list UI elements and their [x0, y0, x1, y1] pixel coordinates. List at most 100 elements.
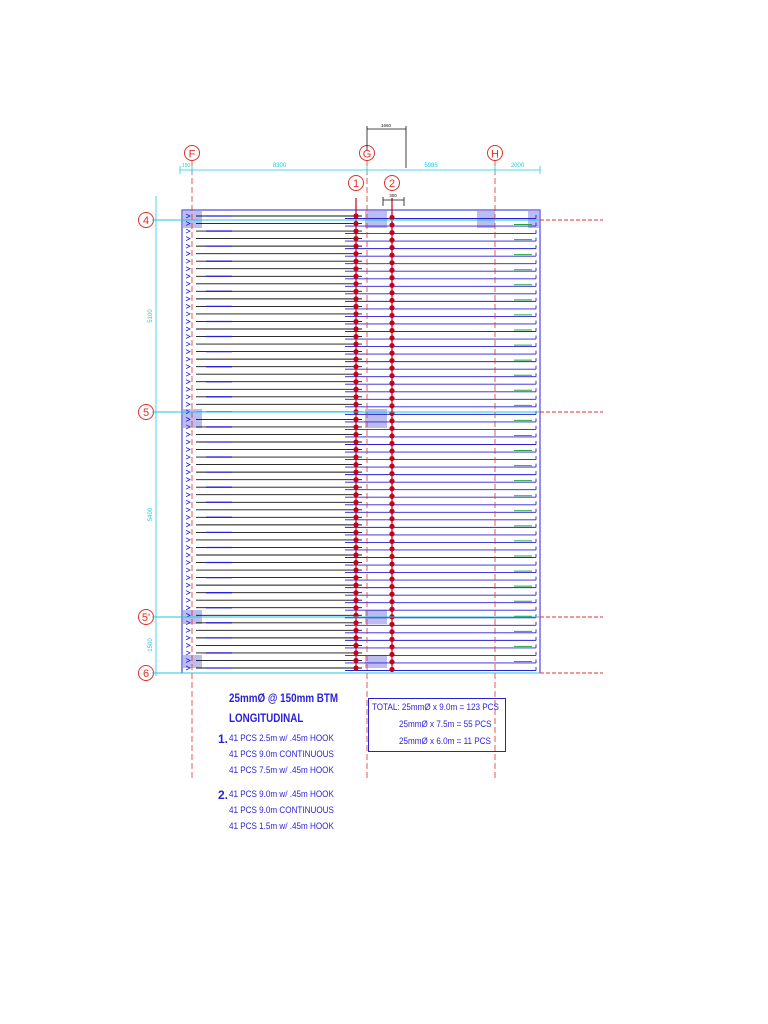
note-line: 41 PCS 9.0m w/ .45m HOOK	[229, 789, 334, 799]
grid-column-label: H	[491, 149, 499, 161]
rebar-tick	[185, 582, 191, 588]
dimension-text: 300	[389, 193, 397, 198]
note-group-1: 1.	[218, 730, 228, 748]
totals-line-2: 25mmØ x 7.5m = 55 PCS	[399, 719, 492, 729]
rebar-tick	[185, 266, 191, 272]
rebar-tick	[185, 665, 191, 671]
rebar-tick	[185, 643, 191, 648]
rebar-tick	[185, 221, 191, 226]
rebar-tick	[185, 454, 191, 460]
note-line: 41 PCS 9.0m CONTINUOUS	[229, 805, 334, 815]
rebar-tick	[185, 492, 191, 498]
rebar-notes-subtitle: LONGITUDINAL	[229, 710, 320, 726]
dimension-text: 1660	[381, 123, 392, 128]
support-hatch	[365, 210, 387, 228]
rebar-tick	[185, 379, 191, 385]
rebar-tick	[185, 514, 191, 520]
bar-mark-bubble	[348, 175, 364, 191]
rebar-tick	[185, 417, 191, 422]
grid-column-bubble	[487, 145, 503, 161]
rebar-tick	[185, 364, 191, 370]
bar-mark-label: 2	[389, 178, 395, 190]
rebar-tick	[185, 281, 191, 287]
dimension-text: 5985	[424, 163, 438, 169]
rebar-tick	[185, 288, 191, 294]
rebar-tick	[185, 635, 191, 641]
rebar-tick	[185, 296, 191, 302]
rebar-tick	[185, 304, 191, 309]
support-hatch	[477, 210, 495, 228]
rebar-tick	[185, 424, 191, 430]
notes-title: 25mmØ @ 150mm BTM	[229, 691, 339, 705]
rebar-tick	[185, 499, 191, 505]
totals-line-3: 25mmØ x 6.0m = 11 PCS	[399, 736, 491, 746]
rebar-tick	[185, 545, 191, 550]
rebar-tick	[185, 560, 191, 565]
rebar-tick	[185, 650, 191, 656]
grid-lines	[154, 160, 603, 778]
rebar-tick	[185, 567, 191, 573]
rebar-tick	[185, 326, 191, 332]
rebar-tick	[185, 439, 191, 445]
bar-mark-label: 1	[353, 178, 359, 190]
rebar-tick	[185, 258, 191, 264]
grid-row-label: 5'	[142, 612, 150, 624]
rebar-tick	[185, 484, 191, 490]
note-group-2-lines: 41 PCS 9.0m w/ .45m HOOK 41 PCS 9.0m CON…	[229, 786, 346, 834]
rebar-tick	[185, 627, 191, 633]
rebar-tick	[185, 386, 191, 392]
rebar-tick	[185, 447, 191, 452]
notes-subtitle: LONGITUDINAL	[229, 711, 304, 725]
totals-box: TOTAL: 25mmØ x 9.0m = 123 PCS 25mmØ x 7.…	[368, 698, 506, 752]
rebar-tick	[185, 356, 191, 362]
rebar-tick	[185, 311, 191, 317]
rebar-tick	[185, 575, 191, 580]
rebar-tick	[185, 537, 191, 543]
dimension-text: 2000	[511, 163, 525, 169]
support-hatch	[528, 210, 540, 228]
rebar-tick	[185, 394, 191, 400]
rebar-tick	[185, 432, 191, 437]
rebar-tick	[185, 251, 191, 257]
dimension-text: 5400	[148, 507, 154, 521]
note-line: 41 PCS 9.0m CONTINUOUS	[229, 749, 334, 759]
rebar-tick	[185, 213, 191, 219]
rebar-tick	[185, 401, 191, 407]
rebar-tick	[185, 371, 191, 377]
rebar-tick	[185, 334, 191, 339]
grid-column-bubble	[184, 145, 200, 161]
rebar-tick	[185, 319, 191, 324]
rebar-tick	[185, 530, 191, 535]
splice-dot	[389, 666, 395, 673]
support-hatch	[182, 655, 202, 668]
slab-outline	[181, 209, 541, 674]
rebar-tick	[185, 462, 191, 467]
rebar-tick	[185, 552, 191, 558]
note-group-1-lines: 41 PCS 2.5m w/ .45m HOOK 41 PCS 9.0m CON…	[229, 730, 346, 778]
rebar-tick	[185, 522, 191, 528]
note-group-2-number: 2.	[218, 788, 229, 802]
rebar-tick	[185, 590, 191, 596]
rebar-tick	[185, 469, 191, 475]
dimension-text: 8300	[273, 163, 287, 169]
dimension-text: 5100	[148, 309, 154, 323]
totals-line-1: TOTAL: 25mmØ x 9.0m = 123 PCS	[372, 702, 499, 712]
grid-row-label: 6	[143, 668, 149, 680]
note-line: 41 PCS 1.5m w/ .45m HOOK	[229, 821, 334, 831]
slab-boundary	[181, 209, 541, 674]
rebar-tick	[185, 341, 191, 347]
dimension-text: 1500	[148, 638, 154, 652]
note-group-2: 2.	[218, 786, 228, 804]
rebar-tick	[185, 658, 191, 663]
note-line: 41 PCS 2.5m w/ .45m HOOK	[229, 733, 334, 743]
rebar-tick	[185, 477, 191, 483]
rebar-tick	[185, 273, 191, 279]
grid-row-label: 4	[143, 215, 149, 227]
grid-column-label: G	[363, 149, 372, 161]
grid-row-label: 5	[143, 407, 149, 419]
support-hatch	[365, 655, 387, 668]
rebar-tick	[185, 236, 191, 241]
